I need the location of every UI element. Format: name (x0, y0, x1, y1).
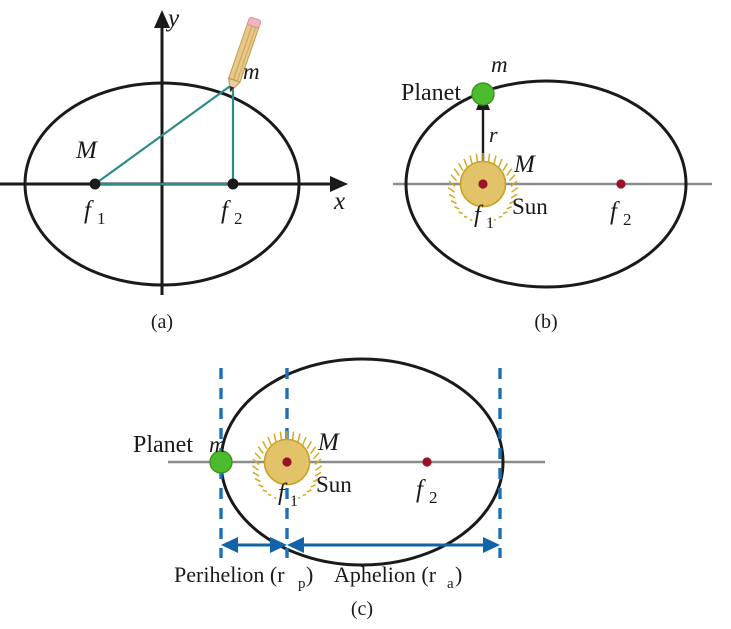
svg-text:2: 2 (623, 210, 632, 229)
label-aphelion: Aphelion (r a ) (334, 562, 462, 592)
label-f1-a: f 1 (84, 197, 106, 228)
svg-text:p: p (298, 576, 306, 592)
svg-text:2: 2 (234, 209, 243, 228)
label-m-c: m (209, 432, 226, 457)
svg-text:f: f (474, 202, 484, 228)
focus-dot-f2-c (422, 457, 432, 467)
x-axis-label: x (333, 188, 345, 215)
label-sun-b: Sun (512, 194, 548, 219)
planet-dot-icon-b (471, 82, 495, 106)
svg-text:Aphelion (r: Aphelion (r (334, 562, 437, 587)
focus-dot-f2-b (616, 179, 626, 189)
ellipse-outline-b (404, 79, 688, 289)
label-m-a: m (243, 59, 260, 84)
dimension-arrow-aphelion (287, 537, 500, 553)
label-f1-b: f 1 (474, 202, 494, 232)
label-f1-c: f 1 (278, 480, 298, 510)
svg-text:1: 1 (97, 209, 106, 228)
svg-text:Perihelion (r: Perihelion (r (174, 562, 285, 587)
svg-text:f: f (221, 197, 231, 224)
panel-a: y x M m f 1 f 2 (a) (0, 5, 348, 333)
label-m-b: m (491, 52, 508, 77)
label-f2-c: f 2 (416, 476, 438, 507)
sun-icon-c (251, 431, 323, 501)
y-axis (154, 10, 170, 295)
panel-b: Planet m r M Sun f 1 f 2 (b) (393, 52, 712, 333)
svg-text:): ) (306, 562, 313, 587)
panel-caption-c: (c) (351, 598, 373, 620)
svg-text:f: f (278, 480, 288, 506)
svg-text:f: f (610, 198, 620, 225)
svg-text:f: f (84, 197, 94, 224)
label-perihelion: Perihelion (r p ) (174, 562, 313, 592)
focal-triangle (94, 83, 235, 186)
label-M-c: M (317, 429, 340, 456)
label-sun-c: Sun (316, 472, 352, 497)
label-planet-b: Planet (401, 80, 461, 106)
dimension-arrow-perihelion (221, 537, 287, 553)
ellipse-outline-a (23, 81, 301, 287)
panel-caption-b: (b) (534, 311, 557, 333)
sun-icon (447, 153, 519, 223)
svg-text:a: a (447, 576, 454, 592)
y-axis-label: y (165, 5, 180, 32)
svg-text:1: 1 (486, 215, 494, 232)
panel-c: Planet m M Sun f 1 f 2 Perihelion (r p )… (133, 357, 545, 620)
svg-text:): ) (455, 562, 462, 587)
svg-text:1: 1 (290, 493, 298, 510)
label-f2-a: f 2 (221, 197, 243, 228)
focus-dot-f2-a (227, 178, 239, 190)
panel-caption-a: (a) (151, 311, 173, 333)
label-planet-c: Planet (133, 432, 193, 458)
planet-dot-icon-c (209, 450, 233, 474)
pencil-icon (227, 16, 262, 93)
svg-text:f: f (416, 476, 426, 503)
focus-dot-f1-a (89, 178, 101, 190)
label-M-a: M (75, 137, 98, 164)
svg-text:2: 2 (429, 488, 438, 507)
label-f2-b: f 2 (610, 198, 632, 229)
label-r-b: r (489, 122, 498, 147)
label-M-b: M (513, 151, 536, 178)
